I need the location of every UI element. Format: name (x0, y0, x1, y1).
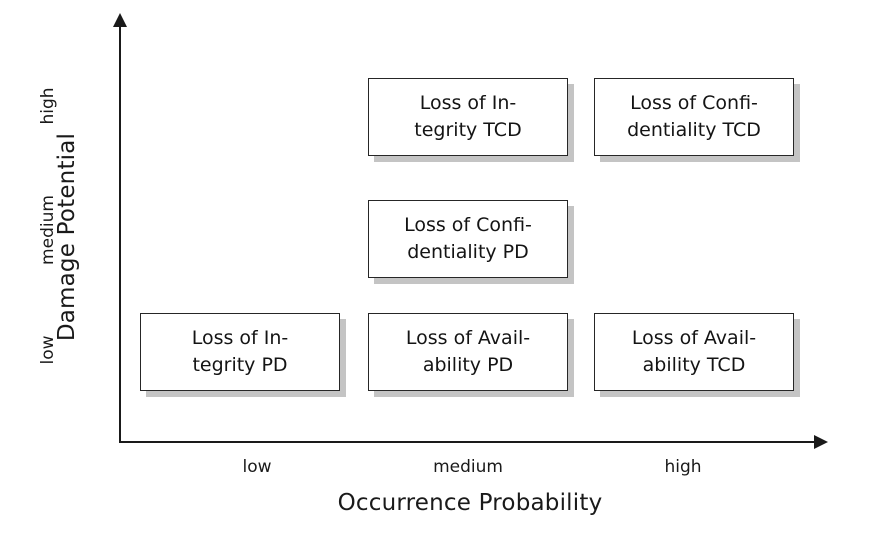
matrix-cell-label-line2: ability TCD (642, 354, 746, 376)
matrix-cell-loss-of-availability-tcd[interactable]: Loss of Avail- ability TCD (594, 313, 794, 391)
matrix-cell-label-line1: Loss of In- (419, 92, 517, 115)
x-axis-title: Occurrence Probability (337, 490, 603, 516)
matrix-cell-loss-of-integrity-tcd[interactable]: Loss of In- tegrity TCD (368, 78, 568, 156)
matrix-cell-label-line1: Loss of Confi- (630, 92, 758, 115)
x-axis-tick-low: low (242, 457, 272, 477)
x-axis-tick-high: high (664, 457, 702, 477)
y-axis-line (119, 24, 121, 443)
matrix-cell-label-line2: tegrity TCD (414, 119, 522, 141)
matrix-cell-loss-of-confidentiality-tcd[interactable]: Loss of Confi- dentiality TCD (594, 78, 794, 156)
matrix-cell-label-line2: ability PD (422, 354, 514, 376)
matrix-cell-loss-of-availability-pd[interactable]: Loss of Avail- ability PD (368, 313, 568, 391)
matrix-cell-label-line2: dentiality PD (407, 241, 529, 263)
y-axis-tick-low: low (38, 335, 58, 365)
matrix-cell-label-line2: tegrity PD (192, 354, 288, 376)
y-axis-tick-medium: medium (38, 195, 58, 265)
y-axis-tick-high: high (38, 87, 58, 125)
matrix-cell-label-line2: dentiality TCD (627, 119, 761, 141)
matrix-cell-label-line1: Loss of Avail- (631, 327, 757, 350)
y-axis-arrow-icon (113, 13, 127, 27)
x-axis-tick-medium: medium (433, 457, 503, 477)
matrix-cell-loss-of-integrity-pd[interactable]: Loss of In- tegrity PD (140, 313, 340, 391)
x-axis-arrow-icon (814, 435, 828, 449)
matrix-cell-label-line1: Loss of Avail- (405, 327, 531, 350)
matrix-cell-loss-of-confidentiality-pd[interactable]: Loss of Confi- dentiality PD (368, 200, 568, 278)
x-axis-line (119, 441, 819, 443)
matrix-cell-label-line1: Loss of Confi- (404, 214, 532, 237)
matrix-cell-label-line1: Loss of In- (191, 327, 289, 350)
